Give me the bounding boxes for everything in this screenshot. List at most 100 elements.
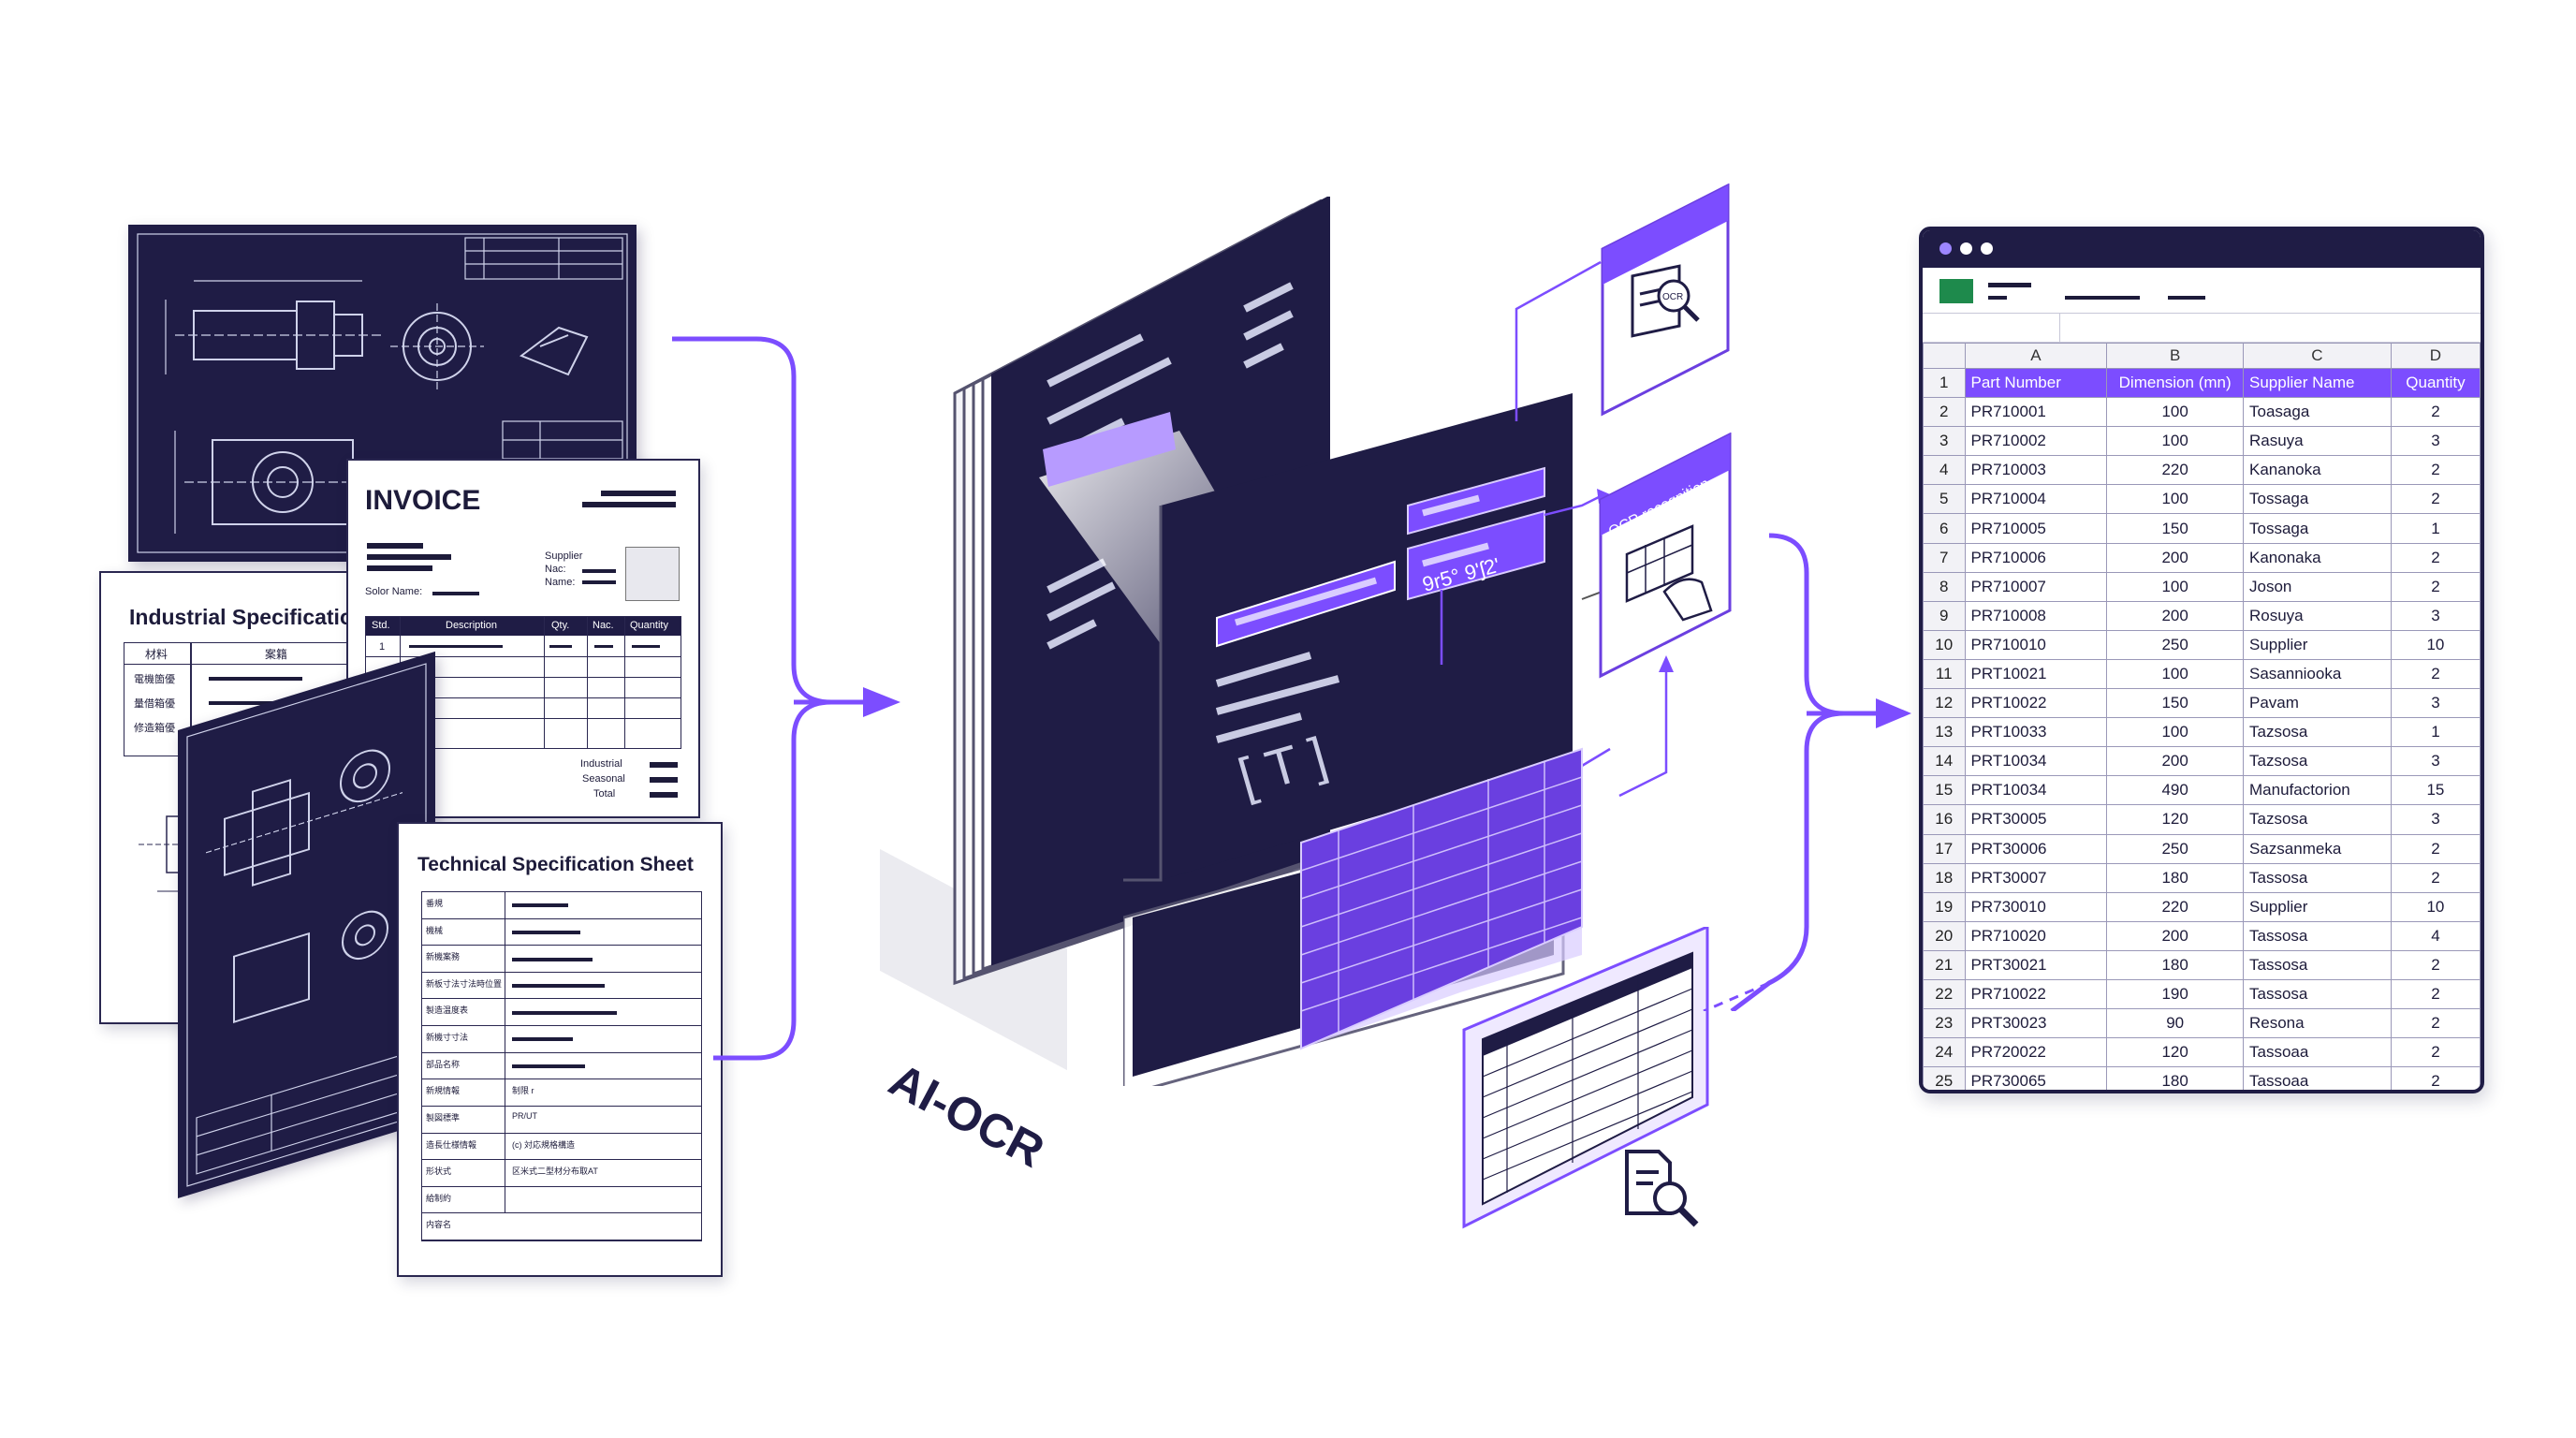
cell-dimension[interactable]: 220: [2106, 455, 2244, 486]
cell-part-number[interactable]: PR710007: [1964, 571, 2108, 602]
cell-supplier-name[interactable]: Tassoaa: [2243, 1066, 2392, 1090]
cell-quantity[interactable]: 3: [2390, 426, 2481, 457]
row-number[interactable]: 24: [1923, 1037, 1966, 1068]
cell-part-number[interactable]: PRT30007: [1964, 862, 2108, 893]
cell-supplier-name[interactable]: Kananoka: [2243, 455, 2392, 486]
row-number[interactable]: 20: [1923, 920, 1966, 951]
cell-part-number[interactable]: PR710006: [1964, 542, 2108, 573]
cell-quantity[interactable]: 2: [2390, 833, 2481, 864]
cell-part-number[interactable]: PR710020: [1964, 920, 2108, 951]
cell-dimension[interactable]: 250: [2106, 833, 2244, 864]
cell-supplier-name[interactable]: Tassosa: [2243, 949, 2392, 980]
row-number[interactable]: 19: [1923, 891, 1966, 922]
row-number[interactable]: 9: [1923, 600, 1966, 631]
cell-supplier-name[interactable]: Supplier: [2243, 629, 2392, 660]
cell-supplier-name[interactable]: Kanonaka: [2243, 542, 2392, 573]
cell-supplier-name[interactable]: Pavam: [2243, 688, 2392, 719]
row-number[interactable]: 15: [1923, 775, 1966, 806]
cell-supplier-name[interactable]: Tassoaa: [2243, 1037, 2392, 1068]
cell-part-number[interactable]: PRT30005: [1964, 804, 2108, 835]
cell-part-number[interactable]: PRT30023: [1964, 1008, 2108, 1039]
cell-quantity[interactable]: 2: [2390, 1066, 2481, 1090]
column-header-b[interactable]: B: [2106, 343, 2244, 369]
cell-quantity[interactable]: 2: [2390, 484, 2481, 515]
row-number[interactable]: 22: [1923, 978, 1966, 1010]
row-number[interactable]: 21: [1923, 949, 1966, 980]
cell-quantity[interactable]: 4: [2390, 920, 2481, 951]
cell-dimension[interactable]: 220: [2106, 891, 2244, 922]
cell-quantity[interactable]: 2: [2390, 862, 2481, 893]
cell-quantity[interactable]: 2: [2390, 978, 2481, 1010]
row-number[interactable]: 8: [1923, 571, 1966, 602]
cell-dimension[interactable]: 200: [2106, 746, 2244, 777]
cell-dimension[interactable]: 120: [2106, 1037, 2244, 1068]
cell-supplier-name[interactable]: Tossaga: [2243, 513, 2392, 544]
header-supplier-name[interactable]: Supplier Name: [2243, 367, 2392, 399]
cell-quantity[interactable]: 1: [2390, 717, 2481, 748]
cell-dimension[interactable]: 190: [2106, 978, 2244, 1010]
cell-supplier-name[interactable]: Tazsosa: [2243, 717, 2392, 748]
cell-supplier-name[interactable]: Sasanniooka: [2243, 658, 2392, 690]
formula-bar[interactable]: [1923, 314, 2481, 343]
cell-dimension[interactable]: 180: [2106, 1066, 2244, 1090]
cell-dimension[interactable]: 200: [2106, 920, 2244, 951]
cell-part-number[interactable]: PR710004: [1964, 484, 2108, 515]
cell-quantity[interactable]: 3: [2390, 746, 2481, 777]
cell-quantity[interactable]: 3: [2390, 804, 2481, 835]
cell-supplier-name[interactable]: Resona: [2243, 1008, 2392, 1039]
cell-supplier-name[interactable]: Toasaga: [2243, 397, 2392, 428]
cell-supplier-name[interactable]: Tazsosa: [2243, 746, 2392, 777]
cell-part-number[interactable]: PR710003: [1964, 455, 2108, 486]
cell-part-number[interactable]: PR730010: [1964, 891, 2108, 922]
row-number[interactable]: 10: [1923, 629, 1966, 660]
cell-dimension[interactable]: 150: [2106, 513, 2244, 544]
header-quantity[interactable]: Quantity: [2390, 367, 2481, 399]
cell-supplier-name[interactable]: Tassosa: [2243, 862, 2392, 893]
cell-dimension[interactable]: 90: [2106, 1008, 2244, 1039]
cell-supplier-name[interactable]: Rasuya: [2243, 426, 2392, 457]
cell-part-number[interactable]: PR710002: [1964, 426, 2108, 457]
row-number[interactable]: 25: [1923, 1066, 1966, 1090]
window-dot-1[interactable]: [1939, 242, 1952, 255]
cell-quantity[interactable]: 2: [2390, 455, 2481, 486]
row-number[interactable]: 16: [1923, 804, 1966, 835]
cell-dimension[interactable]: 100: [2106, 484, 2244, 515]
row-number[interactable]: 13: [1923, 717, 1966, 748]
row-number[interactable]: 1: [1923, 367, 1966, 399]
cell-dimension[interactable]: 100: [2106, 658, 2244, 690]
cell-supplier-name[interactable]: Sazsanmeka: [2243, 833, 2392, 864]
corner-cell[interactable]: [1923, 343, 1966, 369]
column-header-a[interactable]: A: [1964, 343, 2108, 369]
cell-part-number[interactable]: PRT30006: [1964, 833, 2108, 864]
cell-quantity[interactable]: 2: [2390, 571, 2481, 602]
window-dot-3[interactable]: [1981, 242, 1993, 255]
cell-quantity[interactable]: 15: [2390, 775, 2481, 806]
cell-supplier-name[interactable]: Tossaga: [2243, 484, 2392, 515]
cell-quantity[interactable]: 2: [2390, 1037, 2481, 1068]
cell-part-number[interactable]: PRT10022: [1964, 688, 2108, 719]
cell-quantity[interactable]: 2: [2390, 658, 2481, 690]
row-number[interactable]: 6: [1923, 513, 1966, 544]
cell-dimension[interactable]: 100: [2106, 426, 2244, 457]
cell-quantity[interactable]: 2: [2390, 949, 2481, 980]
row-number[interactable]: 17: [1923, 833, 1966, 864]
cell-supplier-name[interactable]: Supplier: [2243, 891, 2392, 922]
cell-supplier-name[interactable]: Manufactorion: [2243, 775, 2392, 806]
cell-quantity[interactable]: 2: [2390, 1008, 2481, 1039]
row-number[interactable]: 18: [1923, 862, 1966, 893]
cell-quantity[interactable]: 10: [2390, 891, 2481, 922]
header-part-number[interactable]: Part Number: [1964, 367, 2108, 399]
cell-part-number[interactable]: PRT10034: [1964, 775, 2108, 806]
column-header-c[interactable]: C: [2243, 343, 2392, 369]
cell-supplier-name[interactable]: Tassosa: [2243, 978, 2392, 1010]
cell-part-number[interactable]: PR710010: [1964, 629, 2108, 660]
cell-dimension[interactable]: 100: [2106, 717, 2244, 748]
cell-supplier-name[interactable]: Joson: [2243, 571, 2392, 602]
cell-quantity[interactable]: 3: [2390, 600, 2481, 631]
cell-quantity[interactable]: 1: [2390, 513, 2481, 544]
cell-dimension[interactable]: 250: [2106, 629, 2244, 660]
row-number[interactable]: 3: [1923, 426, 1966, 457]
cell-part-number[interactable]: PR710008: [1964, 600, 2108, 631]
cell-part-number[interactable]: PR720022: [1964, 1037, 2108, 1068]
row-number[interactable]: 4: [1923, 455, 1966, 486]
